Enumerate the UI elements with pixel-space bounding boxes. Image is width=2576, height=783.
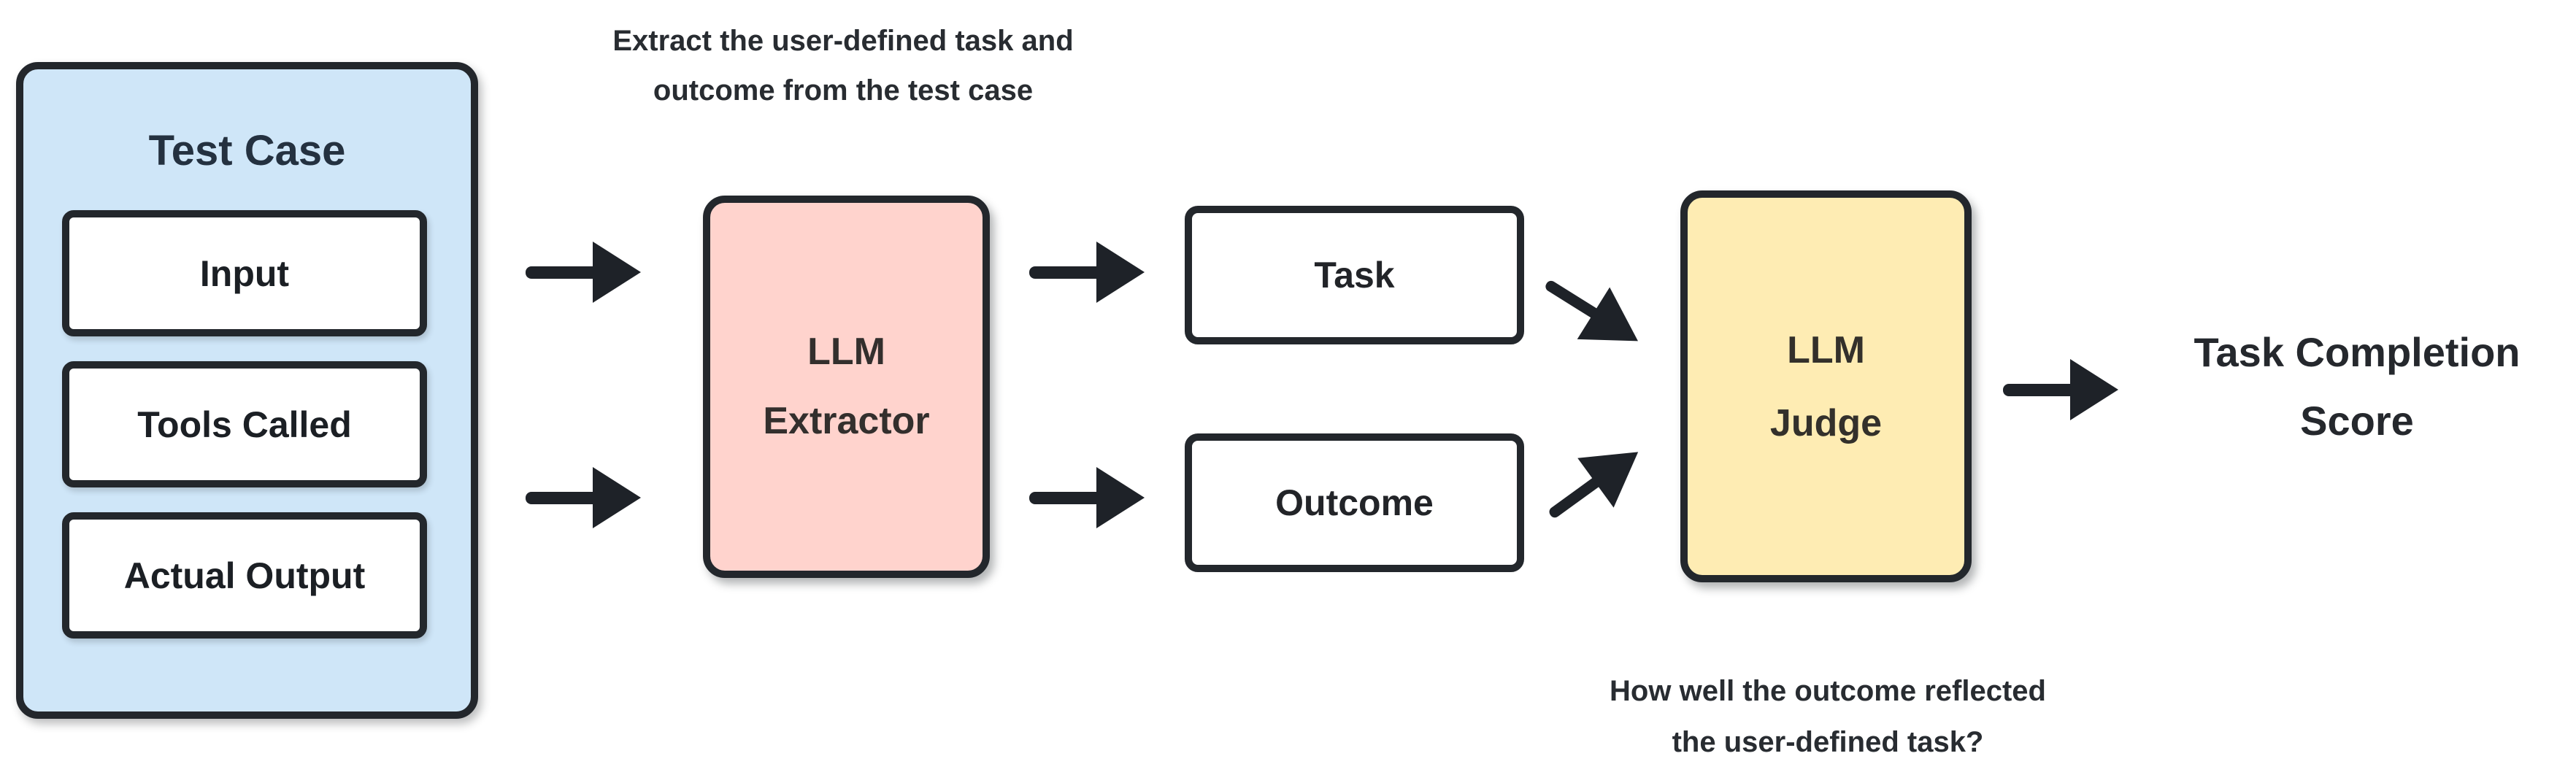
extractor-annotation-line1: Extract the user-defined task and <box>612 25 1074 57</box>
arrow-up-right-icon <box>1531 424 1660 542</box>
judge-annotation-line2: the user-defined task? <box>1672 726 1984 758</box>
score-label-line1: Task Completion <box>2194 329 2521 375</box>
outcome-box: Outcome <box>1185 433 1524 572</box>
test-case-title: Test Case <box>148 127 346 174</box>
extractor-annotation: Extract the user-defined task and outcom… <box>515 16 1172 115</box>
arrow-down-right-icon <box>1528 256 1658 371</box>
arrow-right-icon <box>2002 357 2122 423</box>
llm-extractor-box: LLM Extractor <box>703 196 990 578</box>
test-case-box: Test Case Input Tools Called Actual Outp… <box>16 62 478 719</box>
task-box: Task <box>1185 206 1524 344</box>
outcome-label: Outcome <box>1275 482 1434 523</box>
arrow-right-icon <box>1028 239 1148 305</box>
test-case-item-actual-output: Actual Output <box>62 512 427 639</box>
llm-extractor-label-line2: Extractor <box>763 400 930 442</box>
arrow-right-icon <box>524 239 645 305</box>
arrow-right-icon <box>1028 465 1148 531</box>
task-completion-score-label: Task Completion Score <box>2138 318 2576 455</box>
arrow-right-icon <box>524 465 645 531</box>
extractor-annotation-line2: outcome from the test case <box>653 74 1034 107</box>
test-case-item-tools-called: Tools Called <box>62 361 427 487</box>
test-case-item-input: Input <box>62 210 427 336</box>
judge-annotation-line1: How well the outcome reflected <box>1610 675 2046 707</box>
llm-judge-box: LLM Judge <box>1680 190 1972 582</box>
judge-annotation: How well the outcome reflected the user-… <box>1536 666 2120 768</box>
task-label: Task <box>1314 255 1395 296</box>
llm-judge-label-line2: Judge <box>1769 401 1883 444</box>
score-label-line2: Score <box>2300 398 2414 444</box>
llm-judge-label-line1: LLM <box>1787 328 1865 371</box>
llm-extractor-label-line1: LLM <box>807 331 885 373</box>
